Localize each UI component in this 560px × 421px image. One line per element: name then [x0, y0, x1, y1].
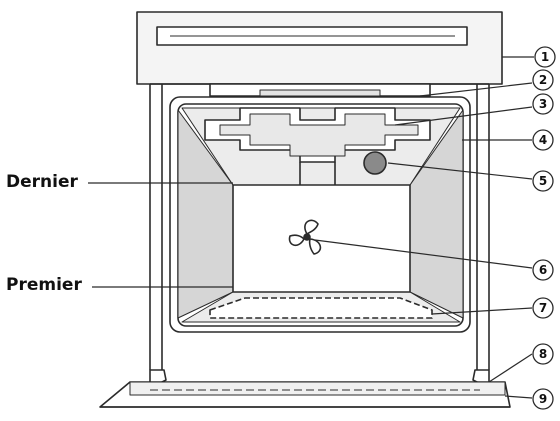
bottom-element [210, 298, 432, 318]
svg-text:6: 6 [539, 263, 547, 277]
oven-lamp [364, 152, 386, 174]
oven-door [100, 382, 510, 407]
svg-text:4: 4 [539, 133, 547, 147]
svg-text:8: 8 [539, 347, 547, 361]
svg-text:1: 1 [541, 50, 549, 64]
svg-text:2: 2 [539, 73, 547, 87]
callout-9: 9 [533, 389, 553, 409]
callout-7: 7 [533, 298, 553, 318]
callout-6: 6 [533, 260, 553, 280]
svg-text:9: 9 [539, 392, 547, 406]
callout-8: 8 [533, 344, 553, 364]
callout-1: 1 [535, 47, 555, 67]
callout-4: 4 [533, 130, 553, 150]
control-panel [137, 12, 502, 84]
callout-3: 3 [533, 94, 553, 114]
callout-2: 2 [533, 70, 553, 90]
svg-text:7: 7 [539, 301, 547, 315]
callout-markers: 1 2 3 4 5 6 7 8 9 [533, 47, 555, 409]
callout-5: 5 [533, 171, 553, 191]
svg-text:3: 3 [539, 97, 547, 111]
svg-text:5: 5 [539, 174, 547, 188]
